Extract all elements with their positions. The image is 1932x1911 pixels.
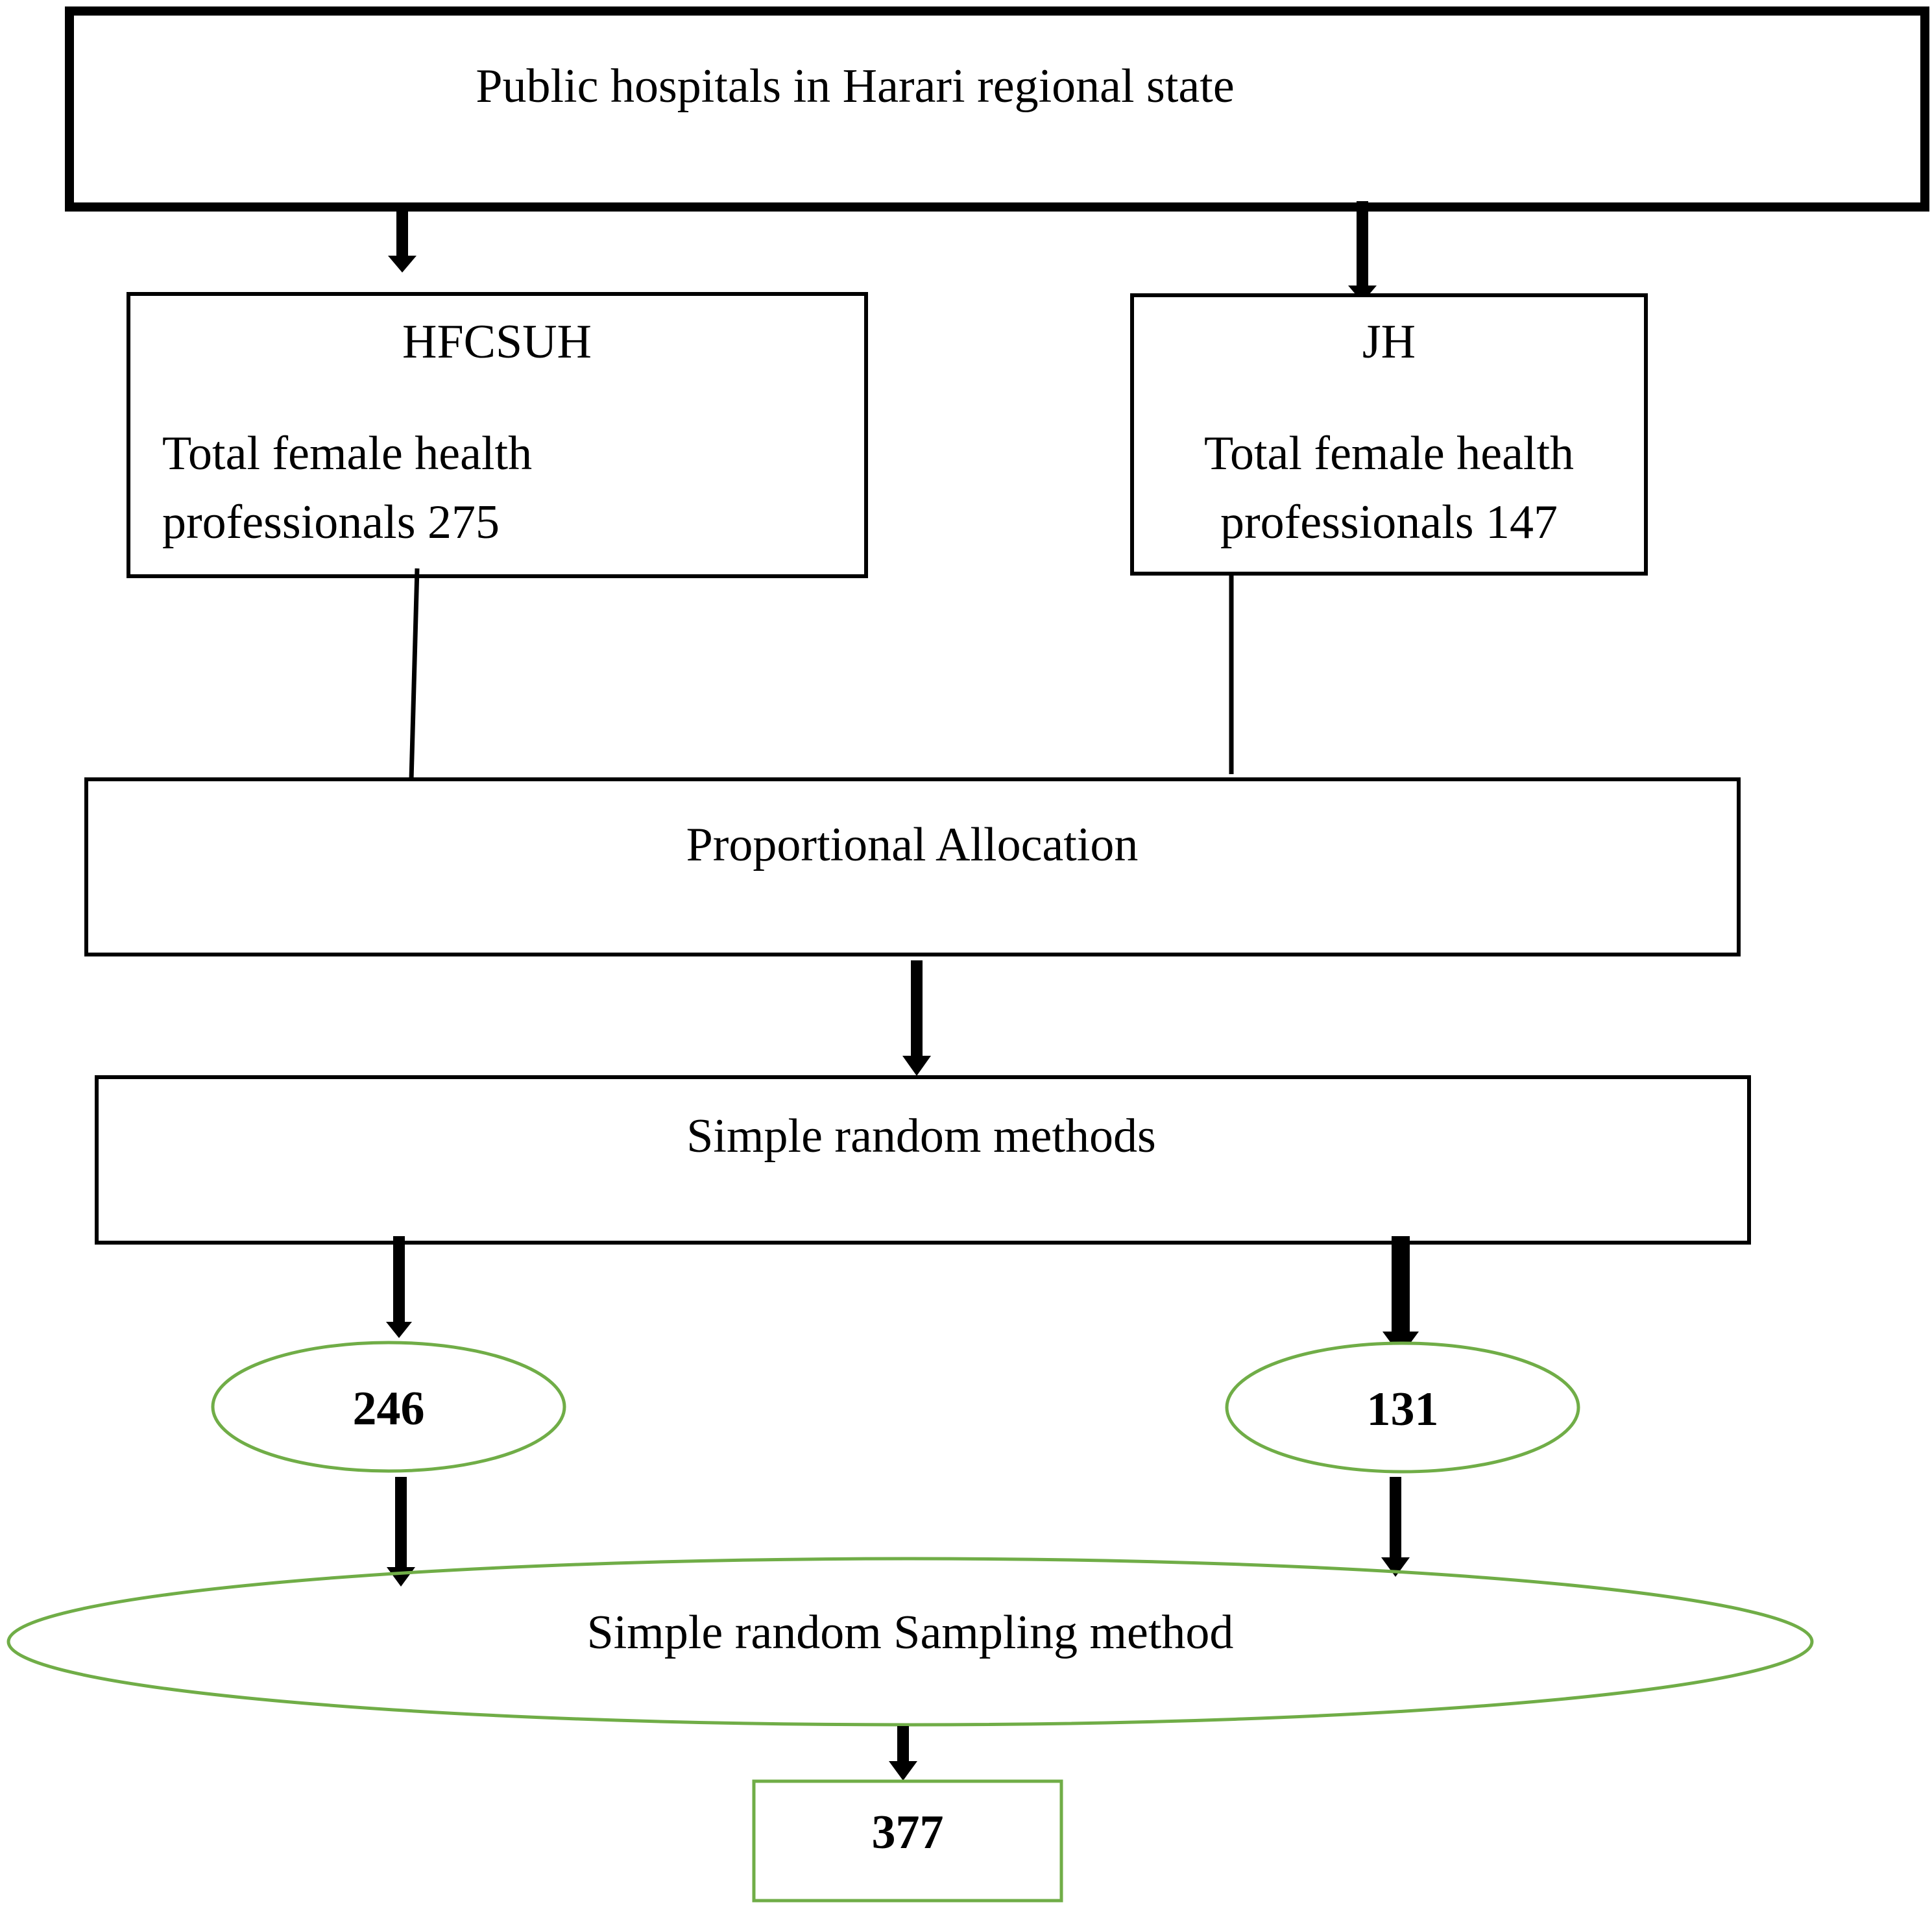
connector-left bbox=[409, 568, 420, 781]
sample-ellipse-left-shape bbox=[211, 1341, 566, 1473]
total-box-frame bbox=[752, 1779, 1063, 1903]
hospital-left-name: HFCSUH bbox=[402, 315, 592, 369]
arrow-allocation-to-random bbox=[902, 960, 931, 1076]
hospital-left-line1: Total female health bbox=[162, 427, 532, 480]
hospital-box-right-frame bbox=[1130, 293, 1648, 576]
allocation-box-label: Proportional Allocation bbox=[686, 818, 1139, 871]
arrow-right-to-sampling bbox=[1381, 1477, 1410, 1577]
arrow-top-to-right bbox=[1348, 201, 1377, 302]
sampling-ellipse-label: Simple random Sampling method bbox=[587, 1606, 1234, 1659]
arrow-allocation-to-random-head bbox=[902, 1056, 931, 1076]
arrow-random-to-left-head bbox=[386, 1322, 412, 1338]
arrow-sampling-to-total-head bbox=[889, 1761, 917, 1781]
hospital-right-name: JH bbox=[1362, 315, 1416, 369]
allocation-box-frame bbox=[84, 777, 1741, 956]
sample-ellipse-right: 131 bbox=[1225, 1341, 1580, 1474]
hospital-box-right: JH Total female health professionals 147 bbox=[1130, 293, 1648, 576]
sampling-ellipse: Simple random Sampling method bbox=[6, 1557, 1814, 1727]
random-methods-label: Simple random methods bbox=[686, 1110, 1156, 1163]
sample-ellipse-right-shape bbox=[1225, 1341, 1580, 1474]
arrow-random-to-right bbox=[1383, 1236, 1419, 1356]
sample-left-value: 246 bbox=[353, 1382, 425, 1435]
arrow-left-to-sampling bbox=[387, 1477, 415, 1587]
total-value: 377 bbox=[872, 1806, 944, 1859]
top-box-frame bbox=[65, 6, 1929, 212]
sampling-ellipse-shape bbox=[6, 1557, 1814, 1727]
hospital-right-line1: Total female health bbox=[1204, 427, 1574, 480]
total-box: 377 bbox=[752, 1779, 1063, 1903]
sample-right-value: 131 bbox=[1367, 1383, 1439, 1436]
sample-ellipse-left: 246 bbox=[211, 1341, 566, 1473]
hospital-box-left-frame bbox=[127, 292, 868, 578]
arrow-left-to-sampling-head bbox=[387, 1567, 415, 1587]
arrow-right-to-sampling-head bbox=[1381, 1557, 1410, 1577]
arrow-top-to-left bbox=[388, 212, 417, 273]
arrow-sampling-to-total bbox=[889, 1726, 917, 1781]
random-methods-box-frame bbox=[95, 1075, 1751, 1245]
allocation-box: Proportional Allocation bbox=[84, 777, 1741, 956]
top-box-label: Public hospitals in Harari regional stat… bbox=[476, 60, 1234, 113]
hospital-left-line2: professionals 275 bbox=[162, 496, 500, 549]
hospital-right-line2: professionals 147 bbox=[1220, 496, 1558, 549]
random-methods-box: Simple random methods bbox=[95, 1075, 1751, 1245]
top-box: Public hospitals in Harari regional stat… bbox=[65, 6, 1929, 212]
hospital-box-left: HFCSUH Total female health professionals… bbox=[127, 292, 868, 578]
arrow-random-to-left bbox=[386, 1236, 412, 1338]
arrow-top-to-left-head bbox=[388, 256, 417, 273]
